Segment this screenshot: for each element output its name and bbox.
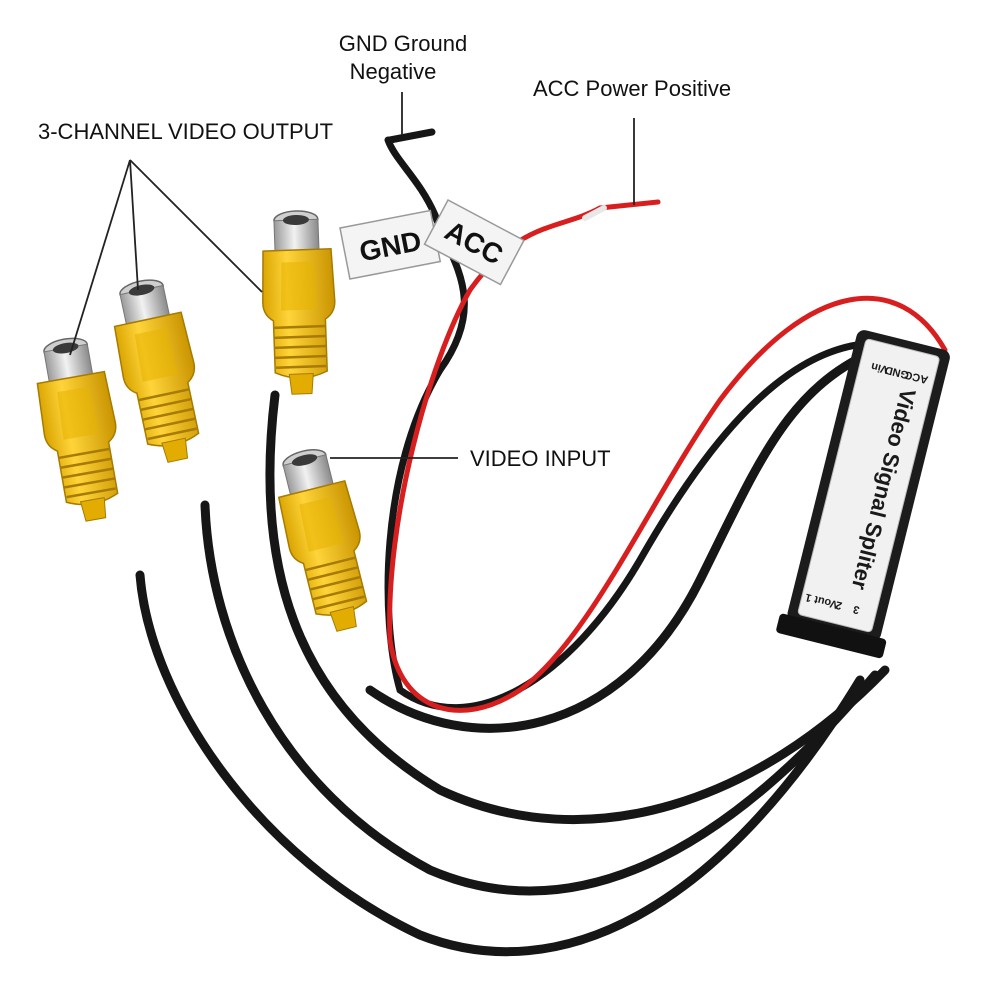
- gnd-tag: GND: [339, 209, 442, 280]
- input-callout: VIDEO INPUT: [470, 446, 611, 471]
- output-connector-1-icon: [27, 331, 133, 527]
- splitter-box-icon: Vin GND ACC Vout 1 2 3 Video Signal Spli…: [776, 330, 950, 659]
- box-label-acc: ACC: [903, 368, 929, 385]
- output-callout: 3-CHANNEL VIDEO OUTPUT: [38, 119, 334, 144]
- acc-wire: [387, 205, 948, 713]
- gnd-callout: GND Ground Negative: [333, 30, 473, 86]
- box-label-gnd: GND: [884, 363, 911, 381]
- gnd-callout-line2: Negative: [349, 59, 437, 84]
- acc-callout: ACC Power Positive: [533, 76, 732, 101]
- gnd-callout-line1: GND Ground: [338, 31, 468, 56]
- output-connector-2-icon: [103, 272, 215, 469]
- box-label-vin: Vin: [870, 360, 890, 376]
- output-cable-3: [265, 390, 890, 824]
- output-cable-2: [200, 500, 880, 896]
- box-label-vout3: 3: [852, 603, 861, 616]
- output-connector-3-icon: [258, 208, 340, 397]
- output-cable-1: [135, 570, 865, 957]
- acc-tag: ACC: [423, 198, 525, 286]
- input-connector-icon: [266, 441, 383, 639]
- box-label-vout2: 2: [835, 598, 844, 611]
- input-cable: [365, 340, 895, 733]
